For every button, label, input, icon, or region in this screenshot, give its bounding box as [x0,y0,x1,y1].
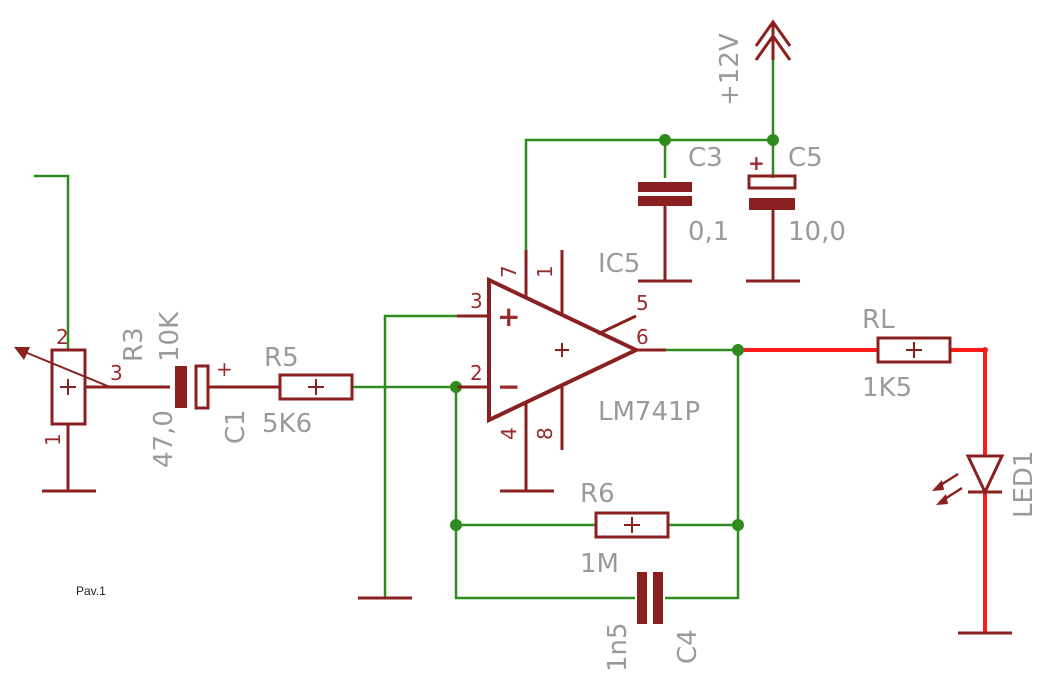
r6-name: R6 [580,479,615,509]
junction-red [982,347,988,353]
c5-capacitor: + C5 10,0 [746,143,846,283]
junction-fb-left [450,519,462,531]
c4-value: 1n5 [603,622,633,672]
r5-resistor: R5 5K6 [262,343,354,439]
opamp-pin-4: 4 [497,427,521,440]
opamp-pin-7: 7 [497,265,521,278]
r5-value: 5K6 [262,409,312,439]
c5-polarity: + [748,151,765,175]
c1-plate-positive [194,364,210,410]
c3-name: C3 [688,143,723,173]
opamp-pin-6: 6 [636,325,649,349]
c4-plate-right [653,572,663,624]
r3-arrow-head [14,347,30,360]
c4-name: C4 [673,629,703,664]
rl-body [876,336,952,364]
opamp-minus-sign: − [497,370,520,403]
rl-resistor: RL 1K5 [862,305,952,403]
c3-plate-bottom [638,196,692,206]
c4-plate-left [637,572,647,624]
r3-value: 10K [155,311,185,362]
r5-body [278,373,354,401]
opamp-pin-8: 8 [533,427,557,440]
c3-capacitor: C3 0,1 [638,143,729,283]
c1-name: C1 [221,409,251,444]
c5-plate-positive [747,174,797,190]
opamp-pin-5: 5 [636,291,649,315]
opamp-name: IC5 [598,249,640,279]
vcc-label: +12V [715,33,745,106]
opamp-pin-2: 2 [470,361,483,385]
led-net [738,347,988,632]
rl-value: 1K5 [862,373,912,403]
c1-capacitor: + 47,0 C1 [149,357,280,468]
c5-name: C5 [788,143,823,173]
opamp-ic5: + − 3 2 7 1 4 8 5 6 IC5 LM741P [457,249,700,493]
rl-name: RL [862,305,895,335]
r3-pin-3: 3 [110,361,123,385]
r6-resistor: R6 1M [580,479,670,579]
junction-c5 [767,134,779,146]
net-fb-left [454,387,635,600]
c1-polarity: + [216,357,233,381]
led-ray-1-head [932,480,944,491]
figure-caption: Pav.1 [76,584,106,598]
opamp-plus-sign: + [497,300,520,333]
r3-name: R3 [119,327,149,362]
r3-pin-2: 2 [56,325,69,349]
opamp-pin5-lead [597,314,637,336]
led1: LED1 [932,451,1039,635]
led-ray-2-head [936,494,948,505]
nets [34,58,775,600]
c4-capacitor: 1n5 C4 [603,572,703,672]
net-vcc [524,138,773,250]
r3-adjust-arrow [19,349,111,388]
r3-pin-1: 1 [41,433,65,446]
opamp-part: LM741P [598,397,700,427]
c5-plate-negative [749,198,795,210]
junction-fb-right [732,519,744,531]
c1-value: 47,0 [149,410,179,468]
junction-inv [450,381,462,393]
r6-body [594,511,670,539]
r5-name: R5 [264,343,299,373]
r3-potentiometer: 2 3 1 R3 10K [14,311,185,493]
opamp-pin-1: 1 [533,265,557,278]
led-triangle [965,454,1005,496]
net-fb-right [665,350,740,600]
c5-value: 10,0 [788,217,846,247]
net-noninv-gnd [383,314,487,598]
junction-c3 [659,134,671,146]
r6-value: 1M [580,549,619,579]
junctions [450,134,779,531]
led-name: LED1 [1009,451,1039,518]
junction-output [732,344,744,356]
c3-value: 0,1 [688,217,729,247]
opamp-pin-3: 3 [470,289,483,313]
vcc-supply: +12V [715,19,792,106]
c3-plate-top [638,182,692,192]
net-r3-top [34,174,70,350]
net-rl-led [950,348,987,456]
c1-plate-negative [175,366,187,408]
